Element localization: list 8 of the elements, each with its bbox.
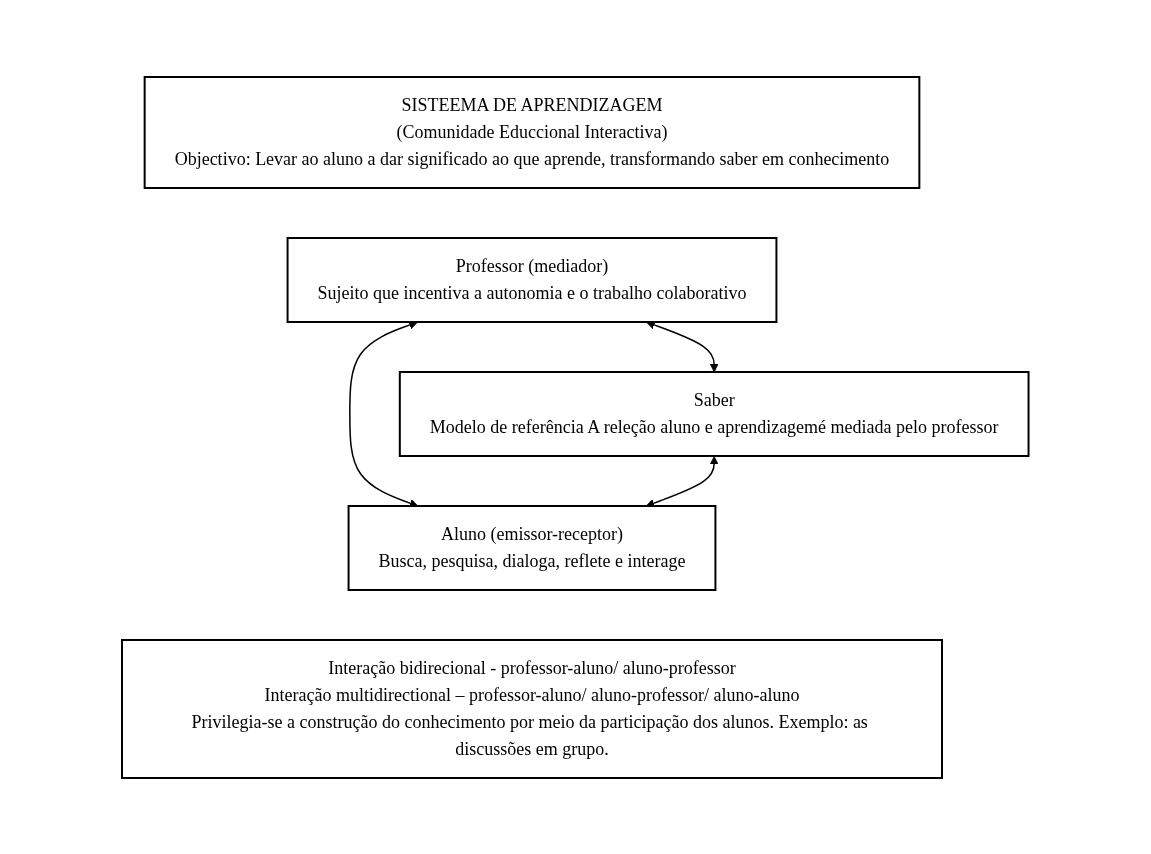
- node-box: SISTEEMA DE APRENDIZAGEM (Comunidade Educcional Interactiva) Objectivo: Levar ao aluno a dar significado ao que aprende, transformando saber em conhecimento: [143, 75, 921, 189]
- arrow: [349, 320, 419, 507]
- arrow: [646, 455, 719, 507]
- node-box: Interação bidirecional - professor-aluno/ aluno-professor Interação multidirectional – professor-aluno/ aluno-professor/ aluno-aluno Privilegia-se a construção do conhecimento por meio da participação dos alunos. Exemplo: as discussões em grupo.: [121, 638, 944, 779]
- node-box: Professor (mediador) Sujeito que incentiva a autonomia e o trabalho colaborativo: [286, 236, 778, 323]
- node-box: Saber Modelo de referência A releção aluno e aprendizagemé mediada pelo professor: [399, 370, 1030, 457]
- node-box: Aluno (emissor-receptor) Busca, pesquisa, dialoga, reflete e interage: [347, 504, 717, 591]
- arrow: [646, 320, 719, 372]
